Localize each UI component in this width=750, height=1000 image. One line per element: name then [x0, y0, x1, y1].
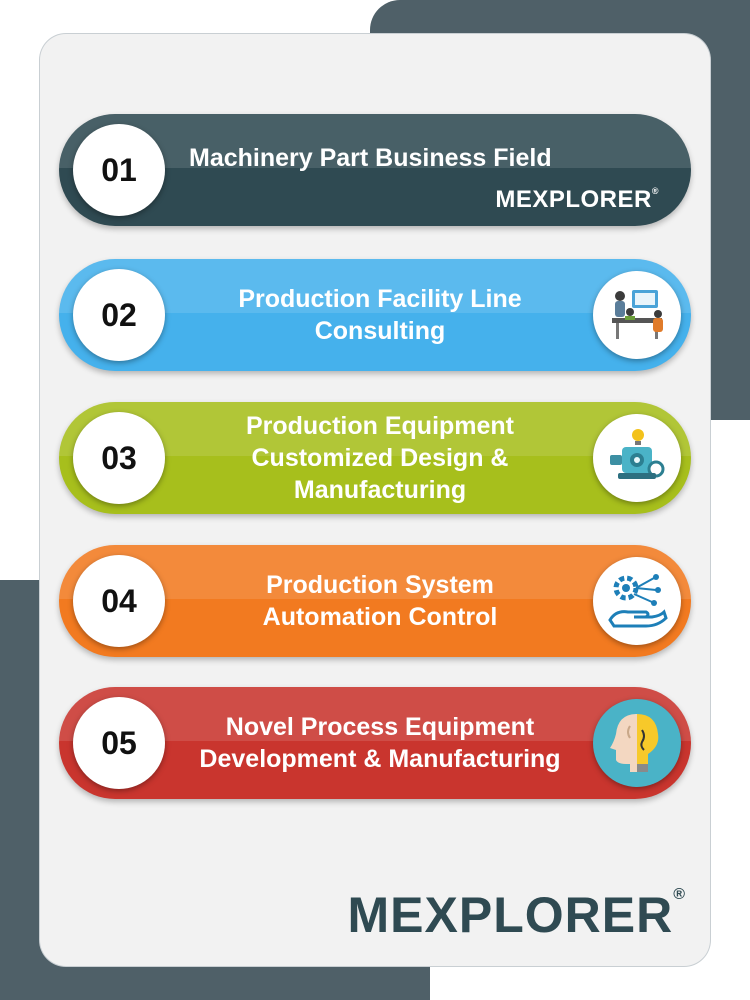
- item-title: Production Equipment Customized Design &…: [245, 412, 515, 504]
- service-item-01: 01 Machinery Part Business Field MEXPLOR…: [59, 114, 691, 226]
- item-title: Machinery Part Business Field: [189, 144, 552, 172]
- item-number: 01: [73, 124, 165, 216]
- item-title: Production System Automation Control: [262, 571, 498, 631]
- service-item-04: 04 Production System Automation Control: [59, 545, 691, 657]
- item-title: Novel Process Equipment Development & Ma…: [199, 713, 561, 773]
- item-number: 05: [73, 697, 165, 789]
- item-number: 02: [73, 269, 165, 361]
- service-item-02: 02 Production Facility Line Consulting: [59, 259, 691, 371]
- service-item-03: 03 Production Equipment Customized Desig…: [59, 402, 691, 514]
- item-title: Production Facility Line Consulting: [238, 285, 522, 345]
- machine-design-icon: [593, 414, 681, 502]
- item-number: 04: [73, 555, 165, 647]
- brand-logo-small: MEXPLORER®: [495, 186, 659, 213]
- consulting-team-icon: [593, 271, 681, 359]
- item-number: 03: [73, 412, 165, 504]
- idea-head-bulb-icon: [593, 699, 681, 787]
- automation-hand-gear-icon: [593, 557, 681, 645]
- service-item-05: 05 Novel Process Equipment Development &…: [59, 687, 691, 799]
- brand-logo: MEXPLORER®: [347, 886, 686, 943]
